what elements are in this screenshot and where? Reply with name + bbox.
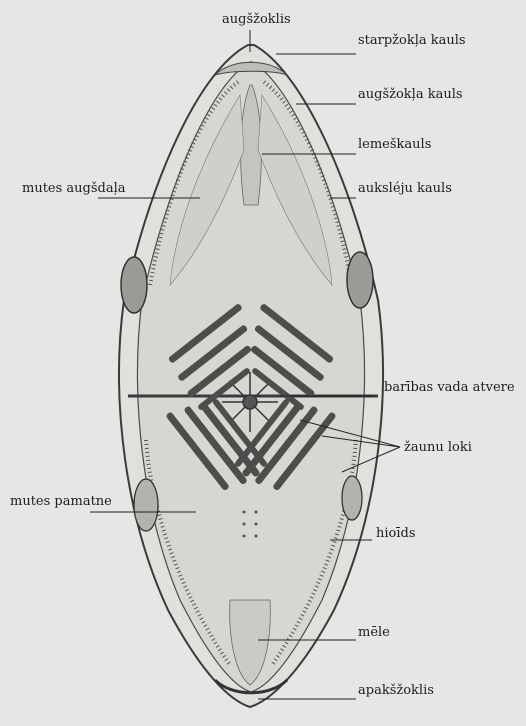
label-esophagus-opening: barības vada atvere bbox=[384, 380, 515, 395]
left-eye bbox=[121, 257, 147, 313]
label-tongue: mēle bbox=[358, 625, 390, 640]
label-mouth-floor: mutes pamatne bbox=[10, 494, 112, 509]
right-lower-oval bbox=[342, 476, 362, 520]
label-maxillary-bone: augšžokļa kauls bbox=[358, 87, 463, 102]
label-gill-arches: žaunu loki bbox=[404, 440, 472, 455]
label-lower-jaw: apakšžoklis bbox=[358, 683, 434, 698]
label-vomer: lemeškauls bbox=[358, 137, 431, 152]
label-intermaxillary-bone: starpžokļa kauls bbox=[358, 33, 466, 48]
right-eye bbox=[347, 252, 373, 308]
label-upper-jaw: augšžoklis bbox=[222, 12, 291, 27]
label-mouth-roof: mutes augšdaļa bbox=[22, 181, 126, 196]
label-hyoid: hioīds bbox=[376, 526, 416, 541]
label-palatine-bone: auksléju kauls bbox=[358, 181, 452, 196]
left-lower-oval bbox=[134, 479, 158, 531]
